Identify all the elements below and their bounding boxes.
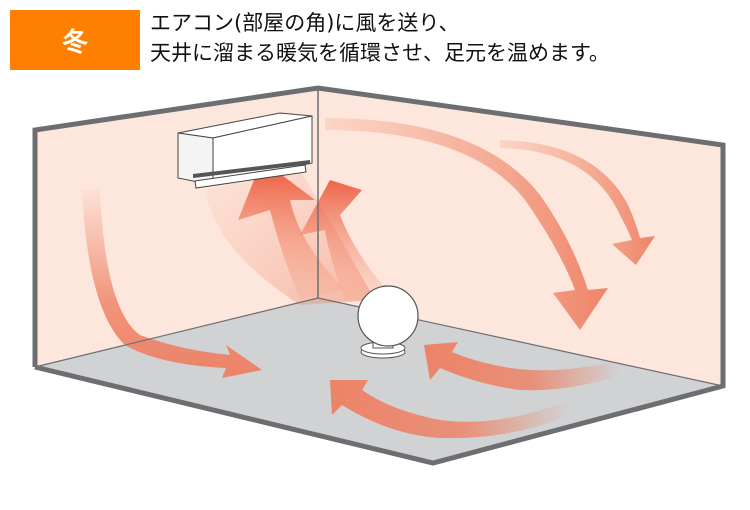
ceiling-right-arrow-icon [325, 118, 608, 330]
ceiling-far-right-arrow-icon [500, 140, 655, 265]
caption-line-2: 天井に溜まる暖気を循環させ、足元を温めます。 [150, 41, 610, 65]
season-badge-label: 冬 [61, 27, 88, 58]
floor-return-arrow-icon [424, 342, 620, 391]
season-badge: 冬 [10, 10, 140, 70]
right-wall [318, 88, 723, 386]
caption-line-1: エアコン(部屋の角)に風を送り、 [150, 11, 460, 35]
left-down-arrow-icon [82, 190, 262, 378]
floor-left-edge [34, 297, 319, 368]
room-outline [32, 85, 726, 466]
floor-lower-arrow-icon [330, 380, 570, 439]
circulator-fan-icon [357, 285, 419, 359]
upward-arrow-right-icon [300, 180, 395, 300]
air-conditioner-icon [177, 112, 313, 189]
caption: エアコン(部屋の角)に風を送り、 天井に溜まる暖気を循環させ、足元を温めます。 [150, 8, 610, 68]
